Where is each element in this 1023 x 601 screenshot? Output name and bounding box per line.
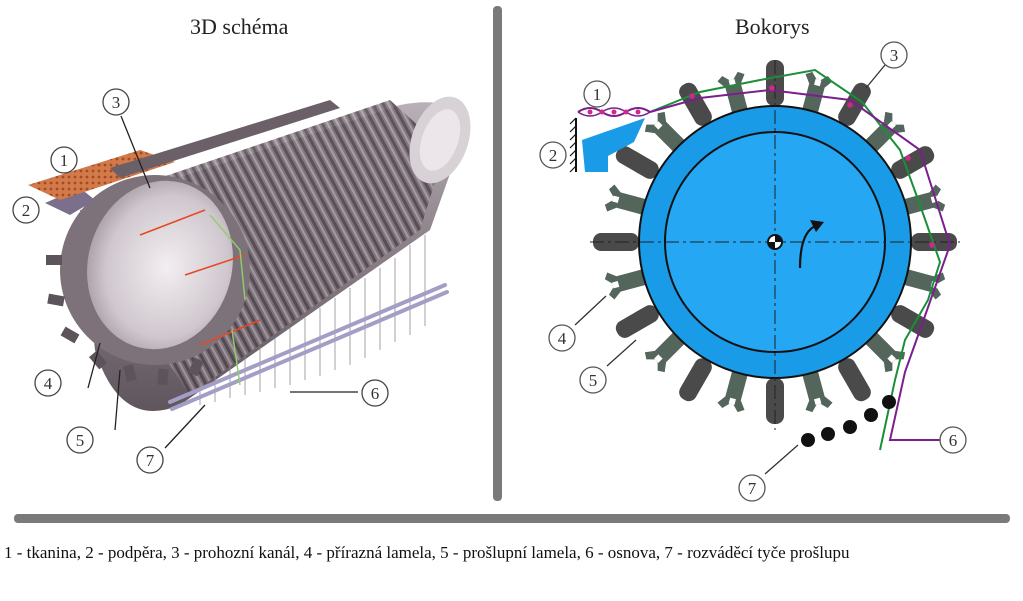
svg-text:7: 7	[146, 451, 155, 470]
beating-slat	[835, 355, 874, 405]
callout-5-left: 5	[66, 426, 94, 454]
svg-text:5: 5	[76, 431, 85, 450]
svg-text:1: 1	[60, 151, 69, 170]
svg-text:2: 2	[22, 201, 31, 220]
callout-7-right: 7	[738, 474, 766, 502]
beating-slat	[676, 79, 715, 129]
callout-2-left: 2	[12, 196, 40, 224]
callout-4-left: 4	[34, 369, 62, 397]
beating-slat	[888, 143, 938, 182]
support-3d	[45, 188, 95, 215]
svg-text:5: 5	[589, 371, 598, 390]
weft-points	[689, 85, 935, 248]
schematic-3d: 1 2 3 4 5 6 7	[12, 88, 471, 474]
weft-channel-3d	[110, 100, 340, 178]
svg-text:4: 4	[44, 374, 53, 393]
left-panel-title: 3D schéma	[190, 14, 289, 39]
svg-text:6: 6	[371, 384, 380, 403]
warp-threads	[649, 68, 952, 451]
callout-3-right: 3	[880, 41, 908, 69]
beating-slat	[888, 302, 938, 341]
svg-text:3: 3	[890, 46, 899, 65]
svg-text:3: 3	[112, 93, 121, 112]
horizontal-divider	[14, 514, 1010, 523]
distribution-rods	[801, 395, 896, 447]
fabric-side	[577, 107, 651, 117]
support-side	[569, 117, 645, 173]
svg-text:7: 7	[748, 479, 757, 498]
beating-slat	[612, 302, 662, 341]
legend-caption: 1 - tkanina, 2 - podpěra, 3 - prohozní k…	[4, 543, 850, 562]
callout-2-right: 2	[539, 141, 567, 169]
svg-text:1: 1	[593, 85, 602, 104]
callout-1-left: 1	[50, 146, 78, 174]
callout-6-left: 6	[361, 379, 389, 407]
callout-3-left: 3	[102, 88, 130, 116]
svg-text:4: 4	[558, 329, 567, 348]
cylinder-body	[46, 96, 471, 411]
svg-text:2: 2	[549, 146, 558, 165]
callout-6-right: 6	[939, 426, 967, 454]
callout-5-right: 5	[579, 366, 607, 394]
rotation-arrowhead-icon	[810, 220, 824, 232]
callout-7-left: 7	[136, 446, 164, 474]
svg-text:6: 6	[949, 431, 958, 450]
vertical-divider	[493, 6, 502, 501]
center-axis-icon	[767, 234, 783, 250]
side-view: 1 2 3 4 5 6 7	[539, 41, 967, 502]
callout-1-right: 1	[583, 80, 611, 108]
beating-slat	[676, 355, 715, 405]
callout-4-right: 4	[548, 324, 576, 352]
right-panel-title: Bokorys	[735, 14, 810, 39]
